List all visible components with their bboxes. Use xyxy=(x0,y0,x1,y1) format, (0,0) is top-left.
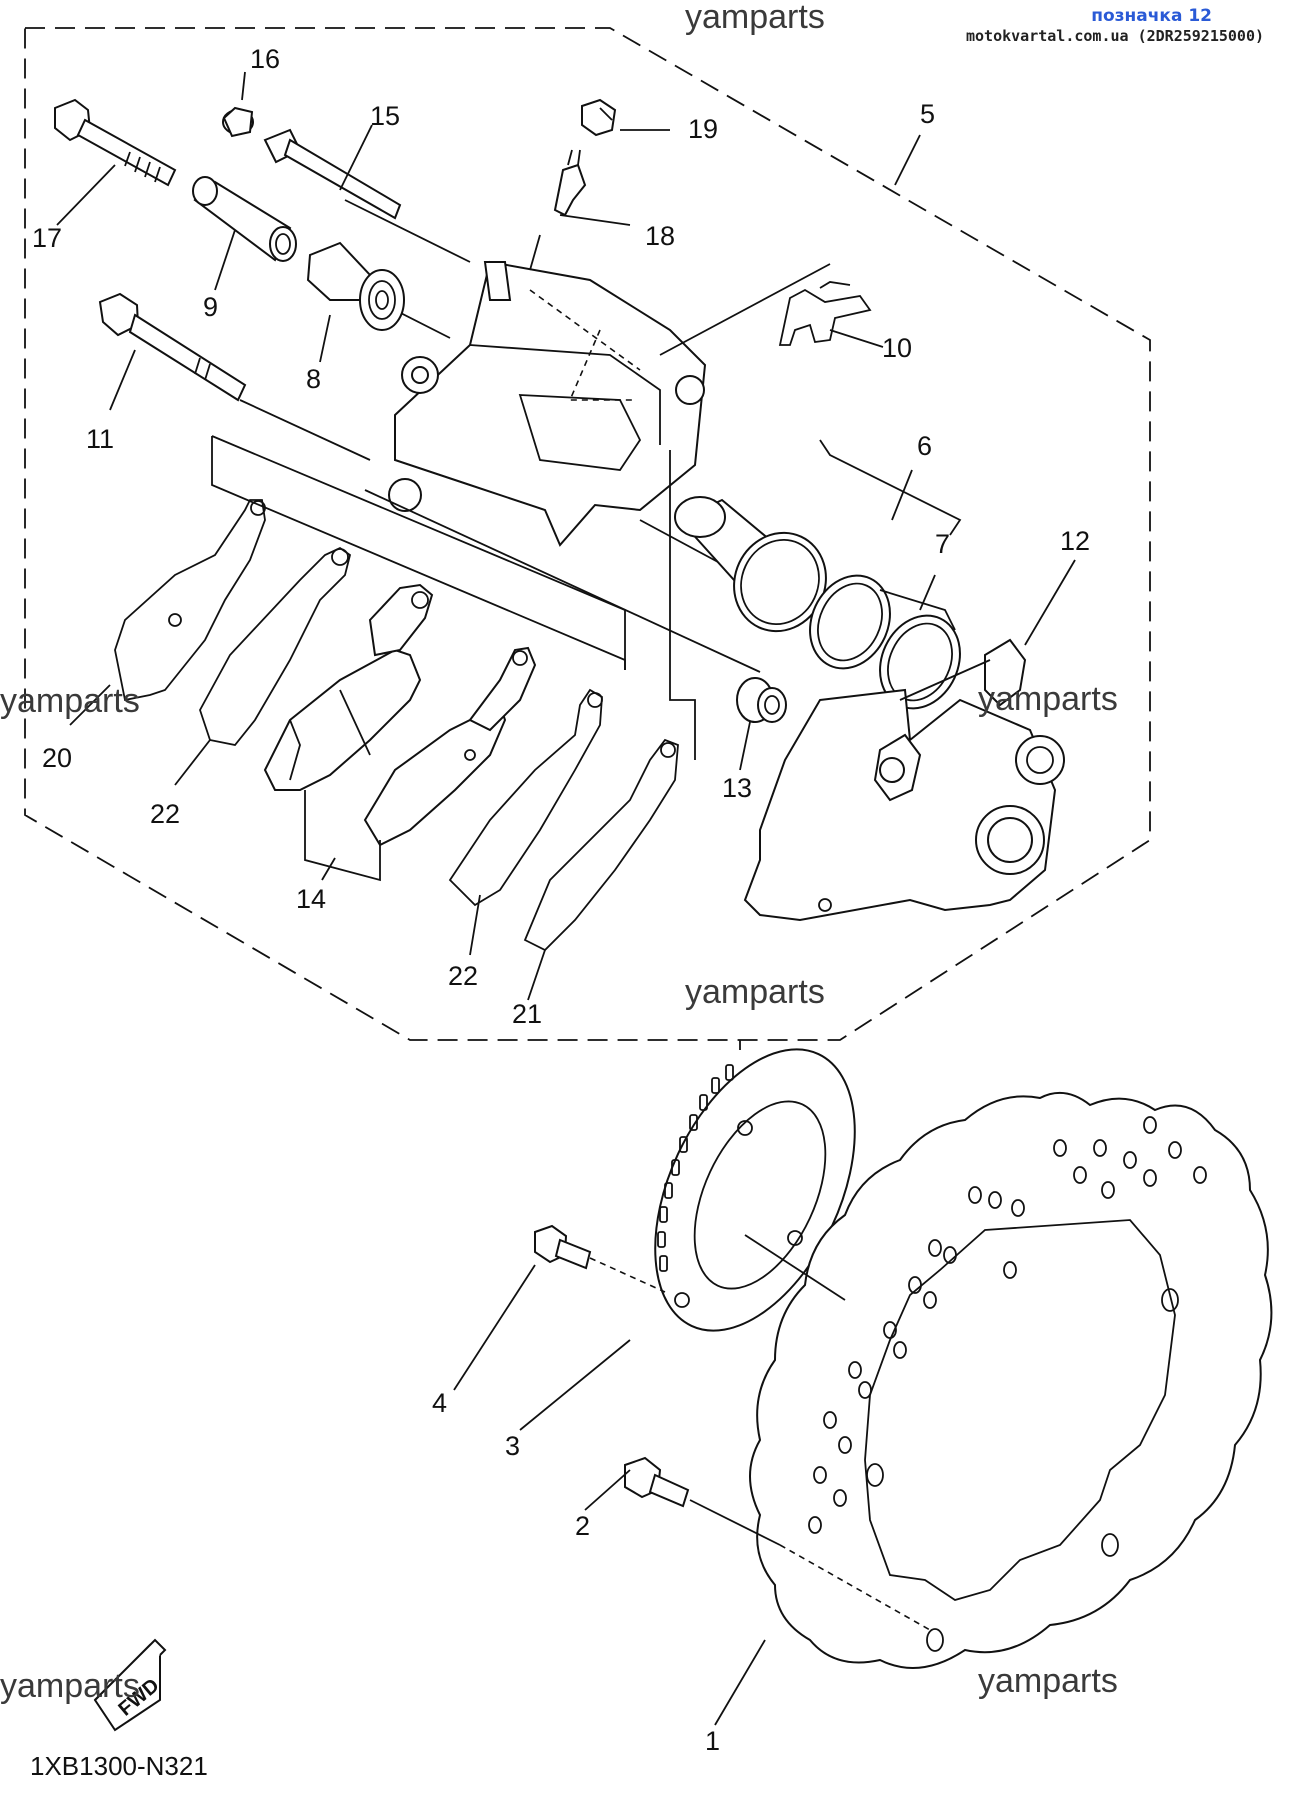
part-19-bleed-cap xyxy=(581,98,617,137)
callout-14: 14 xyxy=(296,884,326,914)
assembly-lines xyxy=(589,1234,931,1631)
callout-19: 19 xyxy=(688,114,718,144)
part-1-brake-disc xyxy=(749,1091,1273,1669)
callout-15: 15 xyxy=(370,101,400,131)
watermark-mid: yamparts xyxy=(685,973,825,1011)
diagram-code: 1XB1300-N321 xyxy=(30,1751,208,1781)
bracket-6 xyxy=(819,439,962,536)
caliper-assembly-outline xyxy=(24,27,1151,1041)
part-9-sleeve xyxy=(192,176,297,262)
callout-20: 20 xyxy=(42,743,72,773)
callout-11: 11 xyxy=(86,424,114,454)
watermark-left: yamparts xyxy=(0,682,140,720)
callout-17: 17 xyxy=(32,223,62,253)
header-badge: позначка 12 xyxy=(1091,6,1212,26)
callout-6: 6 xyxy=(917,431,932,461)
callout-10: 10 xyxy=(882,333,912,363)
part-22-pad-insulator-right xyxy=(448,688,603,907)
part-11-bolt xyxy=(98,292,247,402)
callout-4: 4 xyxy=(432,1388,447,1418)
callout-9: 9 xyxy=(203,292,218,322)
callout-22-right: 22 xyxy=(448,961,478,991)
part-18-bleeder-screw xyxy=(553,149,587,217)
part-12-bracket xyxy=(743,638,1065,922)
callout-1: 1 xyxy=(705,1726,720,1756)
callout-18: 18 xyxy=(645,221,675,251)
part-3-sensor-rotor xyxy=(654,1048,856,1332)
callout-3: 3 xyxy=(505,1431,520,1461)
part-6-piston xyxy=(674,496,827,633)
watermarks: yamparts yamparts yamparts yamparts yamp… xyxy=(0,0,1118,1705)
callout-22-left: 22 xyxy=(150,799,180,829)
callout-2: 2 xyxy=(575,1511,590,1541)
part-13-boot xyxy=(736,677,787,723)
watermark-bottom-right: yamparts xyxy=(978,1662,1118,1700)
part-15-pin xyxy=(263,128,402,220)
caliper-body xyxy=(388,260,707,547)
fwd-arrow-icon: FWD xyxy=(93,1638,167,1732)
part-20-shim xyxy=(114,499,266,702)
callout-numbers: 1 2 3 4 5 6 7 8 9 10 11 12 13 14 15 16 1… xyxy=(32,44,1090,1756)
part-8-boot xyxy=(306,241,405,331)
part-14-pad-right xyxy=(363,646,537,847)
part-16-cap xyxy=(222,106,254,138)
callout-16: 16 xyxy=(250,44,280,74)
part-2-bolt xyxy=(624,1456,690,1508)
callout-5: 5 xyxy=(920,99,935,129)
watermark-right: yamparts xyxy=(978,680,1118,718)
part-21-shim xyxy=(523,738,679,952)
part-14-pad-left xyxy=(263,583,434,791)
watermark-top: yamparts xyxy=(685,0,825,36)
callout-13: 13 xyxy=(722,773,752,803)
callout-21: 21 xyxy=(512,999,542,1029)
callout-8: 8 xyxy=(306,364,321,394)
part-10-clip xyxy=(778,281,872,346)
header-source: motokvartal.com.ua (2DR259215000) xyxy=(965,27,1264,45)
part-4-bolt xyxy=(534,1224,592,1270)
callout-12: 12 xyxy=(1060,526,1090,556)
bracket-14 xyxy=(304,790,381,882)
bracket-7a xyxy=(879,589,956,631)
callout-7: 7 xyxy=(935,529,950,559)
callout-leaders xyxy=(56,71,1076,1726)
part-17-bolt xyxy=(54,98,177,187)
guide-lines xyxy=(211,199,831,1050)
part-22-pad-insulator-left xyxy=(199,546,352,746)
watermark-bottom-left: yamparts xyxy=(0,1667,140,1705)
part-7-seals xyxy=(809,574,961,710)
